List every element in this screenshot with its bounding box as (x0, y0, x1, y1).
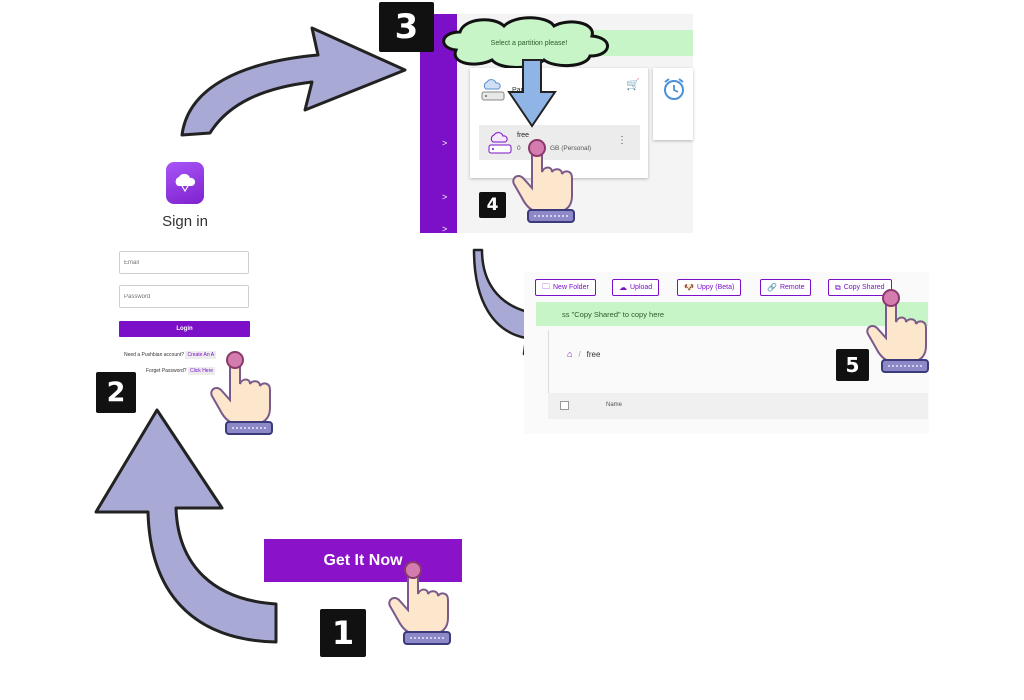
forgot-row: Forget Password? Click Here (146, 367, 216, 375)
copy-shared-button[interactable]: ⧉ Copy Shared (828, 279, 892, 296)
partition-name: free (517, 132, 530, 139)
login-button[interactable]: Login (119, 321, 250, 337)
callout-cloud (442, 16, 609, 69)
app-logo (166, 162, 204, 204)
get-it-now-button[interactable]: Get It Now (264, 539, 462, 582)
copy-icon: ⧉ (835, 282, 841, 292)
step-badge-2: 2 (96, 372, 136, 413)
upload-button[interactable]: ☁ Upload (612, 279, 660, 296)
sidebar-chevron[interactable]: > (442, 138, 448, 148)
breadcrumb-sep: / (578, 349, 581, 359)
upload-label: Upload (630, 284, 653, 291)
step-badge-3: 3 (379, 2, 434, 52)
folder-icon: 🗀 (542, 281, 550, 291)
column-name[interactable]: Name (606, 402, 623, 408)
pointer-hand-icon (388, 561, 451, 645)
step-badge-1: 1 (320, 609, 366, 657)
table-header: Name (548, 393, 928, 419)
cart-icon[interactable]: 🛒 (626, 79, 640, 91)
account-prompt: Need a Pushbian account? (124, 352, 185, 358)
account-prompt-row: Need a Pushbian account? Create An A (124, 351, 217, 359)
select-all-checkbox[interactable] (560, 401, 569, 410)
down-arrow (507, 59, 557, 128)
breadcrumb: ⌂ / free (567, 349, 600, 359)
upload-icon: ☁ (619, 283, 627, 292)
fm-divider (548, 330, 549, 394)
home-icon[interactable]: ⌂ (567, 349, 573, 359)
pointer-hand-icon (866, 289, 929, 373)
link-icon: 🔗 (767, 283, 777, 292)
breadcrumb-folder[interactable]: free (586, 349, 601, 359)
signin-title: Sign in (162, 213, 208, 230)
partition-menu-icon[interactable]: ⋮ (617, 135, 627, 146)
copy-shared-label: Copy Shared (843, 284, 885, 291)
fm-top-strip (524, 264, 929, 272)
partition-size-start: 0 (517, 145, 521, 152)
partition-alert-text: Select a partition please! (490, 39, 568, 47)
pointer-hand-icon (210, 351, 273, 435)
cloud-icon (175, 173, 196, 193)
uppy-icon: 🐶 (684, 283, 694, 292)
email-field[interactable] (119, 251, 249, 274)
copy-shared-alert: ss "Copy Shared" to copy here (536, 302, 928, 326)
forgot-prompt: Forget Password? (146, 368, 187, 374)
new-folder-label: New Folder (553, 284, 589, 291)
drive-icon (488, 132, 512, 154)
pointer-hand-icon (512, 139, 575, 223)
uppy-button[interactable]: 🐶 Uppy (Beta) (677, 279, 742, 296)
password-field[interactable] (119, 285, 249, 308)
sidebar-chevron[interactable]: > (442, 224, 448, 234)
step-badge-5: 5 (836, 349, 869, 381)
partition-row-free[interactable]: free 0 GB (Personal) ⋮ (479, 125, 640, 160)
uppy-label: Uppy (Beta) (696, 284, 735, 291)
click-here-link[interactable]: Click Here (187, 367, 216, 375)
new-folder-button[interactable]: 🗀 New Folder (535, 279, 596, 296)
drive-icon (481, 79, 505, 101)
alarm-clock-icon (664, 78, 684, 100)
step-badge-4: 4 (479, 192, 506, 218)
remote-button[interactable]: 🔗 Remote (760, 279, 812, 296)
remote-label: Remote (779, 284, 805, 291)
partition-size-end: GB (Personal) (550, 145, 592, 152)
secondary-card (653, 68, 693, 140)
create-account-link[interactable]: Create An A (185, 351, 217, 359)
sidebar-chevron[interactable]: > (442, 192, 448, 202)
